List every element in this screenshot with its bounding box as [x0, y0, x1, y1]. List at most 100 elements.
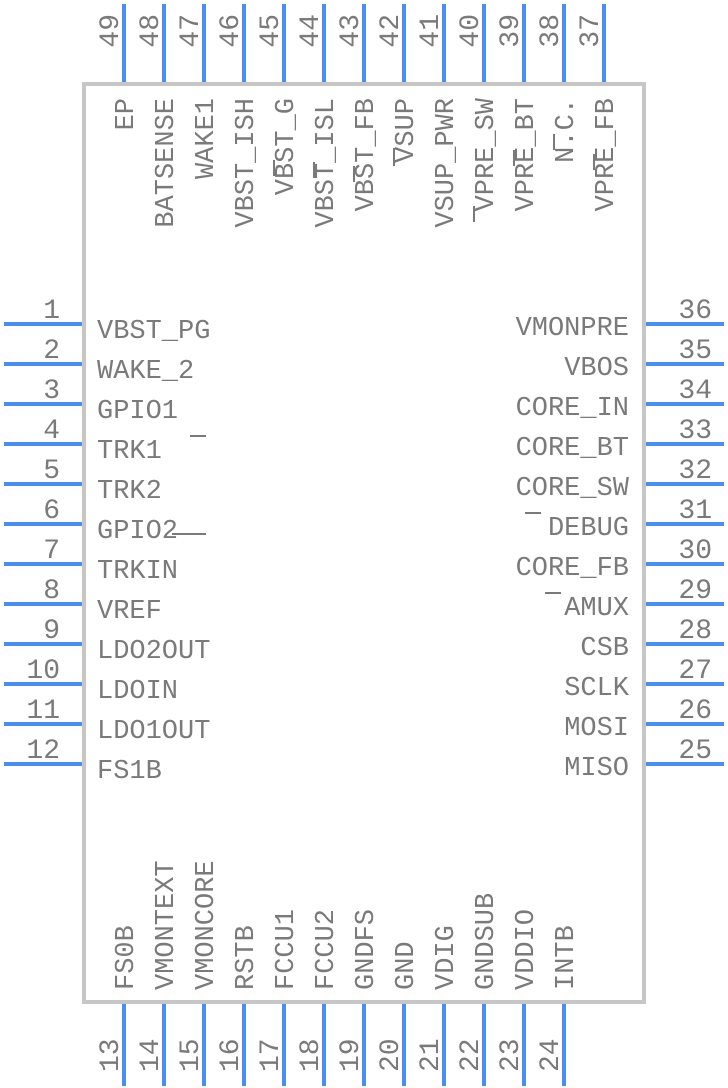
pin-6-label: GPIO2: [97, 517, 178, 547]
pin-34-label: CORE_IN: [516, 394, 629, 424]
pin-33-number: 33: [678, 416, 712, 447]
pin-13-number: 13: [96, 1038, 127, 1072]
pin-45-label: VBST_G: [272, 98, 302, 195]
pin-11-label: LDO1OUT: [97, 717, 210, 747]
pin-18-label: FCCU2: [312, 909, 342, 990]
pin-27-number: 27: [678, 656, 712, 687]
pin-49-label: EP: [112, 98, 142, 130]
pin-48-label: BATSENSE: [152, 98, 182, 228]
pin-41-number: 41: [416, 14, 447, 48]
pin-15-label: VMONCORE: [192, 860, 222, 990]
pin-34-number: 34: [678, 376, 712, 407]
pin-23-label: VDDIO: [512, 909, 542, 990]
pin-49-number: 49: [96, 14, 127, 48]
pin-40-label: VPRE_SW: [472, 97, 502, 211]
pin-1-label: VBST_PG: [97, 317, 210, 347]
pin-10-number: 10: [26, 656, 60, 687]
pin-27-label: SCLK: [564, 674, 630, 704]
pin-11-number: 11: [26, 696, 60, 727]
pin-9-label: LDO2OUT: [97, 637, 210, 667]
pin-17-label: FCCU1: [272, 909, 302, 990]
pin-10-label: LDOIN: [97, 677, 178, 707]
pin-28-number: 28: [678, 616, 712, 647]
pin-24-number: 24: [536, 1038, 567, 1072]
pin-5-label: TRK2: [97, 477, 162, 507]
pin-15-number: 15: [176, 1038, 207, 1072]
pin-42-label: VSUP: [392, 98, 422, 163]
pin-44-number: 44: [296, 14, 327, 48]
pin-20-number: 20: [376, 1038, 407, 1072]
pin-35-label: VBOS: [564, 354, 629, 384]
pin-47-number: 47: [176, 14, 207, 48]
pin-22-label: GNDSUB: [472, 893, 502, 990]
pin-31-number: 31: [678, 496, 712, 527]
pin-43-number: 43: [336, 14, 367, 48]
pin-19-number: 19: [336, 1038, 367, 1072]
pin-4-number: 4: [43, 416, 60, 447]
pin-7-label: TRKIN: [97, 557, 178, 587]
pin-8-label: VREF: [97, 597, 162, 627]
pin-44-label: VBST_ISL: [312, 98, 342, 228]
pin-42-number: 42: [376, 14, 407, 48]
pin-35-number: 35: [678, 336, 712, 367]
pin-20-label: GND: [392, 941, 422, 990]
pin-7-number: 7: [43, 536, 60, 567]
pin-21-number: 21: [416, 1038, 447, 1072]
pin-29-number: 29: [678, 576, 712, 607]
pin-3-label: GPIO1: [97, 397, 178, 427]
pin-47-label: WAKE1: [192, 98, 222, 179]
pin-39-label: VPRE_BT: [512, 98, 542, 211]
pin-28-label: CSB: [580, 634, 629, 664]
pin-12-number: 12: [26, 736, 60, 767]
pin-46-label: VBST_ISH: [232, 98, 262, 228]
pin-30-label: CORE_FB: [516, 554, 629, 584]
pin-43-label: VBST_FB: [352, 98, 382, 211]
pin-36-number: 36: [678, 296, 712, 327]
pin-21-label: VDIG: [432, 925, 462, 990]
ic-body: [82, 82, 646, 1004]
pin-39-number: 39: [496, 14, 527, 48]
pin-19-label: GNDFS: [352, 909, 382, 990]
pin-4-label: TRK1: [97, 437, 162, 467]
pin-3-number: 3: [43, 376, 60, 407]
pin-36-label: VMONPRE: [516, 314, 629, 344]
pin-25-number: 25: [678, 736, 712, 767]
pin-25-label: MISO: [564, 754, 629, 784]
pin-1-number: 1: [43, 296, 60, 327]
pin-37-label: VPRE_FB: [592, 98, 622, 211]
pin-2-number: 2: [43, 336, 60, 367]
pin-12-label: FS1B: [97, 757, 162, 787]
pin-26-label: MOSI: [564, 714, 629, 744]
pin-22-number: 22: [456, 1038, 487, 1072]
pin-38-label: N.C.: [552, 98, 582, 163]
pin-37-number: 37: [576, 14, 607, 48]
pin-38-number: 38: [536, 14, 567, 48]
pin-29-label: AMUX: [564, 594, 629, 624]
pin-40-number: 40: [456, 14, 487, 48]
pin-16-number: 16: [216, 1038, 247, 1072]
pin-32-number: 32: [678, 456, 712, 487]
pin-32-label: CORE_SW: [516, 474, 630, 504]
pin-41-label: VSUP_PWR: [432, 98, 462, 228]
pin-23-number: 23: [496, 1038, 527, 1072]
pin-24-label: INTB: [552, 925, 582, 990]
pin-5-number: 5: [43, 456, 60, 487]
pin-48-number: 48: [136, 14, 167, 48]
pin-13-label: FS0B: [112, 925, 142, 990]
pin-2-label: WAKE_2: [97, 357, 194, 387]
pin-26-number: 26: [678, 696, 712, 727]
pin-18-number: 18: [296, 1038, 327, 1072]
pin-45-number: 45: [256, 14, 287, 48]
pin-16-label: RSTB: [232, 925, 262, 990]
pin-30-number: 30: [678, 536, 712, 567]
pin-17-number: 17: [256, 1038, 287, 1072]
pin-9-number: 9: [43, 616, 60, 647]
pin-8-number: 8: [43, 576, 60, 607]
pin-14-label: VMONTEXT: [152, 860, 182, 990]
pin-31-label: DEBUG: [548, 514, 629, 544]
pin-33-label: CORE_BT: [516, 434, 629, 464]
pin-14-number: 14: [136, 1038, 167, 1072]
pin-6-number: 6: [43, 496, 60, 527]
